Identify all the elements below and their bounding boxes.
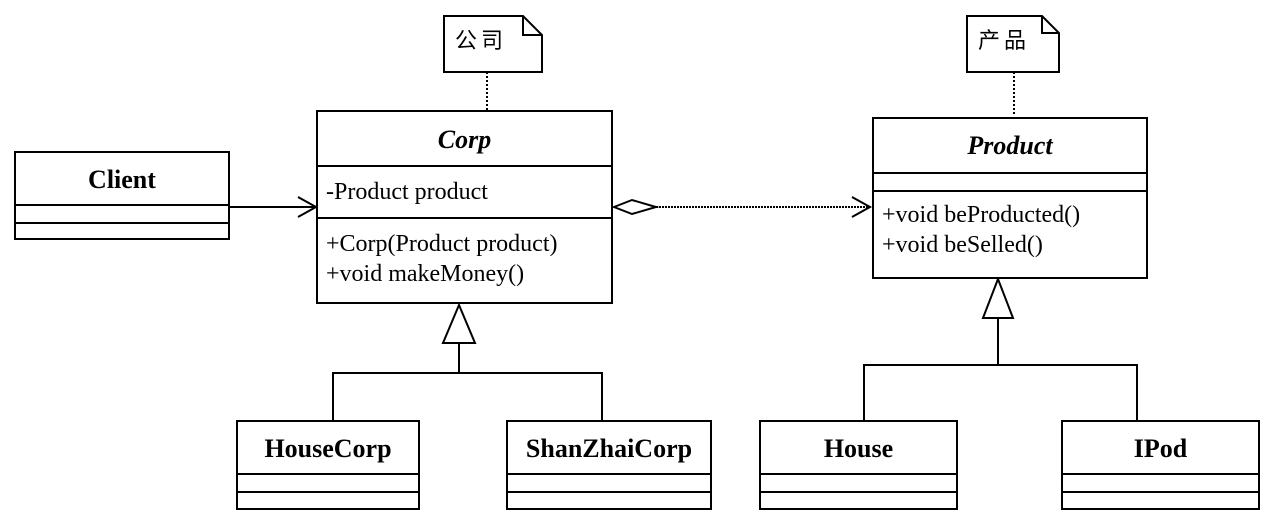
note-icon	[443, 15, 543, 73]
class-corp[interactable]: Corp -Product product +Corp(Product prod…	[316, 110, 613, 304]
class-name: House	[823, 434, 894, 463]
class-house[interactable]: House	[759, 420, 958, 510]
class-name: HouseCorp	[264, 434, 392, 463]
attributes-section	[1063, 473, 1258, 491]
class-product[interactable]: Product +void beProducted() +void beSell…	[872, 117, 1148, 279]
class-name: Client	[88, 165, 156, 194]
class-name: Corp	[437, 125, 492, 154]
aggregation-diamond-icon	[611, 198, 660, 216]
generalization-branch-product	[863, 364, 1138, 420]
generalization-branch-corp	[332, 372, 603, 420]
operations-section	[1063, 491, 1258, 508]
note-product: 产品	[966, 15, 1060, 73]
open-arrowhead-icon	[851, 196, 873, 218]
class-house-corp[interactable]: HouseCorp	[236, 420, 420, 510]
operation: +Corp(Product product)	[326, 231, 558, 257]
generalization-triangle-icon	[981, 276, 1015, 319]
operations-section	[238, 491, 418, 508]
operations-section: +void beProducted() +void beSelled()	[874, 190, 1146, 277]
note-text: 产品	[978, 29, 1031, 54]
operation: +void beProducted()	[882, 202, 1081, 228]
operations-section	[761, 491, 956, 508]
attributes-section	[874, 172, 1146, 190]
attribute: -Product product	[326, 179, 488, 205]
class-ipod[interactable]: IPod	[1061, 420, 1260, 510]
class-client[interactable]: Client	[14, 151, 230, 240]
operation: +void makeMoney()	[326, 261, 525, 287]
attributes-section	[238, 473, 418, 491]
generalization-triangle-icon	[441, 302, 477, 344]
note-text: 公司	[455, 29, 508, 54]
attributes-section	[508, 473, 710, 491]
class-name: ShanZhaiCorp	[525, 434, 693, 463]
operations-section	[508, 491, 710, 508]
operation: +void beSelled()	[882, 232, 1043, 258]
class-name: Product	[967, 131, 1053, 160]
operations-section: +Corp(Product product) +void makeMoney()	[318, 217, 611, 302]
class-name: IPod	[1133, 434, 1188, 463]
attributes-section	[16, 204, 228, 222]
class-shanzhai-corp[interactable]: ShanZhaiCorp	[506, 420, 712, 510]
attributes-section	[761, 473, 956, 491]
attributes-section: -Product product	[318, 165, 611, 217]
note-corp: 公司	[443, 15, 543, 73]
note-icon	[966, 15, 1060, 73]
operations-section	[16, 222, 228, 238]
